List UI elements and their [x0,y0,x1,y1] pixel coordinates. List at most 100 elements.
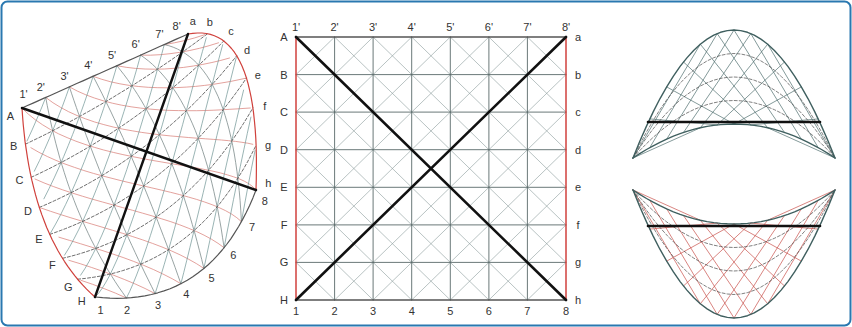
ruling-line [717,34,784,133]
point-label: h [265,178,271,189]
ruling-line [684,223,751,286]
edge-line [296,299,566,300]
lattice-line [373,262,412,300]
lattice-line [335,187,374,225]
point-label: 4' [408,22,416,33]
point-label: 1 [293,306,299,317]
point-label: c [575,107,581,118]
edge-line [22,34,188,108]
point-label: 5' [446,22,454,33]
grid-line [46,97,127,298]
edge-line [296,36,566,37]
lattice-line [296,75,335,113]
point-label: 2 [332,306,338,317]
edge-line [565,37,567,300]
ruling-line [717,223,784,286]
outline-curve [633,190,835,318]
lattice-line [296,187,335,225]
point-label: b [575,69,581,80]
point-label: g [575,257,581,268]
lattice-line [373,37,412,75]
point-label: C [16,174,24,185]
lattice-line [450,37,489,75]
lattice-line [450,262,489,300]
lattice-line [373,225,412,263]
point-label: 5' [108,49,116,60]
point-label: 3' [60,70,68,81]
point-label: a [190,15,196,26]
ruling-line [768,190,835,304]
lattice-line [489,112,528,150]
lattice-line [296,150,335,188]
lattice-line [335,262,374,300]
edge-curve [95,190,256,298]
lattice-line [296,187,335,225]
section-curve [39,56,236,208]
ruling-line [59,237,181,284]
lattice-line [335,112,374,150]
point-label: h [575,295,581,306]
point-label: 6 [230,250,236,261]
lattice-line [527,75,566,113]
ruling-line [700,44,767,128]
lattice-line [335,112,374,150]
grid-line [488,37,489,300]
lattice-line [296,112,335,150]
section-line [648,121,820,124]
point-label: 6 [486,306,492,317]
point-label: b [207,17,213,28]
lattice-line [412,262,451,300]
lattice-line [489,112,528,150]
section-curve [50,78,247,234]
lattice-line [412,187,451,225]
section-curve [633,190,835,248]
point-label: 6' [485,22,493,33]
grid-line [296,187,566,188]
plan-grid [296,37,566,300]
ruling-line [734,224,801,261]
ruling-line [717,216,784,315]
grid-line [450,37,451,300]
ruling-line [684,62,751,125]
section-line [648,225,820,228]
point-label: 4' [84,60,92,71]
ruling-line [700,220,767,304]
lattice-line [296,150,335,188]
lattice-line [296,225,335,263]
point-label: E [280,182,287,193]
point-label: 3 [155,300,161,311]
point-label: 7 [524,306,530,317]
lattice-line [412,75,451,113]
lattice-line [527,225,566,263]
ruling-line [768,44,835,158]
saddle-view [22,33,256,298]
lattice-line [335,37,374,75]
lattice-line [335,150,374,188]
point-label: f [576,219,579,230]
lattice-line [412,225,451,263]
lattice-line [373,225,412,263]
point-label: 8' [173,20,181,31]
diagonal-line [296,37,566,300]
point-label: 7 [249,222,255,233]
point-label: H [280,295,288,306]
lattice-line [450,262,489,300]
grid-line [296,149,566,150]
section-curve [63,108,253,258]
grid-line [69,87,155,294]
point-label: F [281,219,288,230]
point-label: 4 [183,289,189,300]
ruling-line [46,97,253,144]
point-label: 7' [155,28,163,39]
ruling-line [717,62,784,125]
lattice-line [527,225,566,263]
point-label: C [280,107,288,118]
ruling-line [684,216,751,315]
outline-curve [633,30,835,158]
point-label: d [244,44,250,55]
point-label: D [280,144,288,155]
point-label: A [280,32,287,43]
lattice-line [335,187,374,225]
section-curve [633,101,835,159]
